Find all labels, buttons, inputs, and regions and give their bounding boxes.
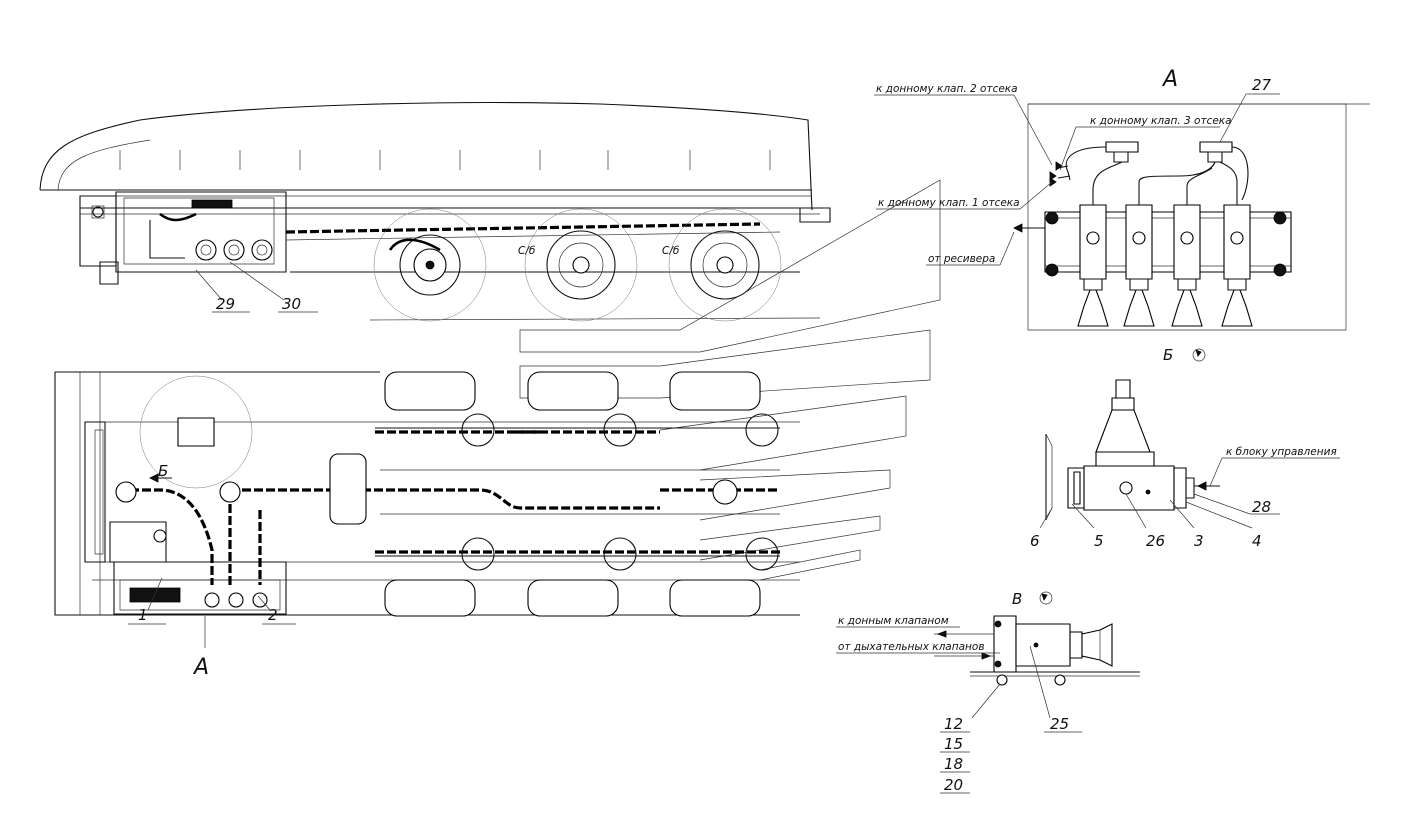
callout-2: 2 (268, 606, 278, 624)
callout-4: 4 (1252, 532, 1262, 550)
side-view-trailer: С/б С/б 29 30 (40, 103, 830, 321)
callout-6: 6 (1030, 532, 1040, 550)
callout-25: 25 (1050, 715, 1069, 733)
to-valve-3-label: к донному клап. 3 отсека (1090, 115, 1232, 127)
view-b-arrow-label: Б (158, 462, 168, 480)
callout-30: 30 (282, 295, 301, 313)
detail-v-valve: В к донным клапаном от дыхательных клапа… (836, 590, 1140, 794)
callout-1: 1 (138, 606, 148, 624)
wheel-mark-2: С/б (662, 245, 680, 257)
to-bottom-valves-label: к донным клапаном (838, 615, 949, 627)
callout-18: 18 (944, 755, 963, 773)
plan-detail-marker-a: А (192, 655, 209, 680)
from-receiver-label: от ресивера (928, 253, 995, 265)
wheel-mark-1: С/б (518, 245, 536, 257)
callout-12: 12 (944, 715, 963, 733)
callout-29: 29 (216, 295, 235, 313)
detail-b-pressure-regulator: Б к блоку управления 6 5 26 3 (1030, 346, 1340, 550)
callout-3: 3 (1194, 532, 1204, 550)
to-valve-1-label: к донному клап. 1 отсека (878, 197, 1020, 209)
callout-28: 28 (1252, 498, 1271, 516)
detail-b-title: Б (1163, 346, 1173, 364)
callout-26: 26 (1146, 532, 1165, 550)
to-control-block-label: к блоку управления (1226, 446, 1337, 458)
callout-15: 15 (944, 735, 963, 753)
from-breather-valves-label: от дыхательных клапанов (838, 641, 985, 653)
callout-20: 20 (944, 776, 963, 794)
to-valve-2-label: к донному клап. 2 отсека (876, 83, 1018, 95)
callout-27: 27 (1252, 76, 1272, 94)
plan-view-trailer: Б (55, 372, 800, 680)
detail-leader-lines (520, 180, 940, 580)
detail-a-title: А (1161, 67, 1178, 92)
detail-v-title: В (1012, 590, 1022, 608)
detail-a-valve-manifold: А (874, 67, 1370, 330)
callout-5: 5 (1094, 532, 1104, 550)
